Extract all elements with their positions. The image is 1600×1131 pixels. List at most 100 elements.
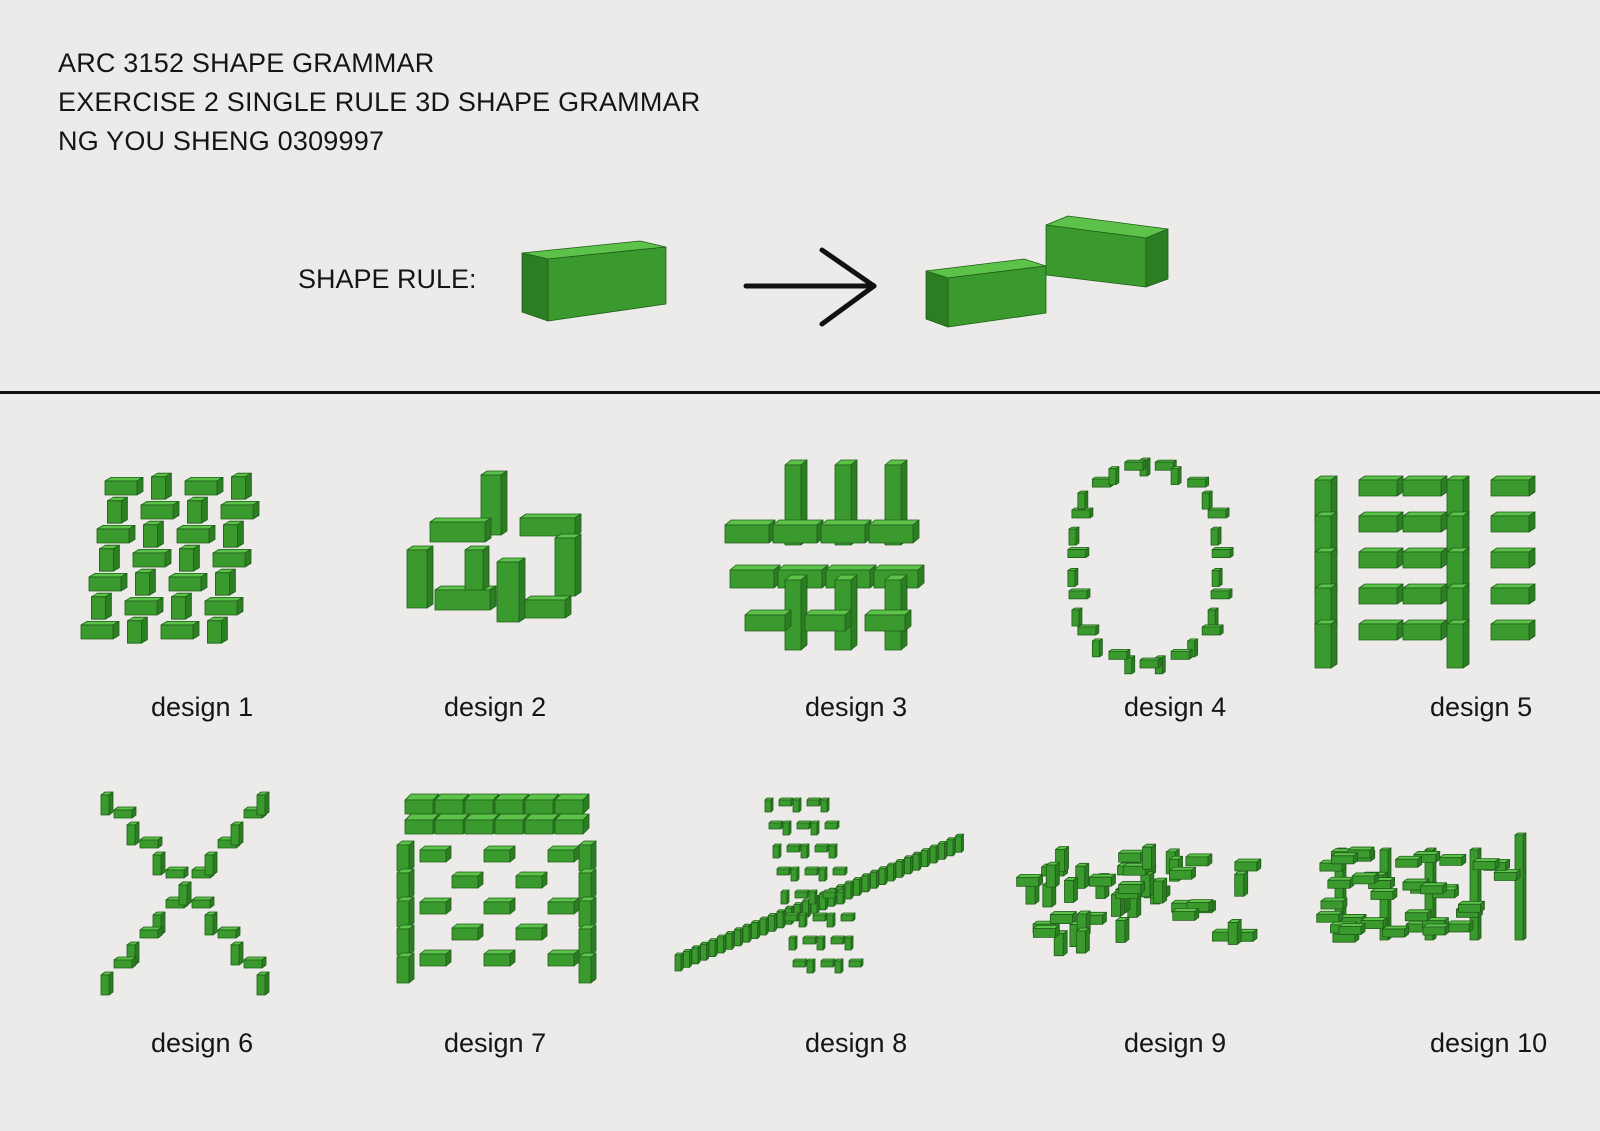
green-block xyxy=(1142,843,1156,870)
rule-result-block-lower xyxy=(925,258,1047,328)
green-block xyxy=(1446,619,1470,669)
green-block xyxy=(222,520,244,548)
green-block xyxy=(784,912,800,922)
green-block xyxy=(822,889,838,899)
caption-design-4: design 4 xyxy=(1124,692,1227,722)
green-block xyxy=(717,934,726,954)
green-block xyxy=(1187,476,1210,488)
green-block xyxy=(816,935,826,951)
rule-lhs-block xyxy=(521,240,667,322)
green-block xyxy=(206,616,228,644)
green-block xyxy=(1316,910,1344,923)
green-block xyxy=(1071,507,1094,519)
green-block xyxy=(832,866,848,876)
green-block xyxy=(160,621,200,640)
green-block xyxy=(1077,490,1089,510)
green-block xyxy=(256,791,270,816)
green-block xyxy=(1124,459,1147,471)
green-block xyxy=(1170,648,1193,660)
green-block xyxy=(840,912,856,922)
green-block xyxy=(483,897,516,915)
green-block xyxy=(186,496,208,524)
green-block xyxy=(256,971,270,996)
green-block xyxy=(100,791,114,816)
green-block xyxy=(1089,873,1116,887)
green-block xyxy=(810,820,820,836)
caption-design-10: design 10 xyxy=(1430,1028,1548,1058)
green-block xyxy=(830,935,846,945)
green-block xyxy=(1327,876,1355,889)
green-block xyxy=(861,873,871,893)
green-block xyxy=(780,889,790,905)
green-block xyxy=(742,923,752,943)
green-block xyxy=(230,821,244,846)
green-block xyxy=(142,520,164,548)
green-block xyxy=(464,813,500,835)
green-block xyxy=(729,564,781,589)
green-block xyxy=(494,813,530,835)
green-block xyxy=(1360,917,1388,929)
green-block xyxy=(178,544,200,572)
green-block xyxy=(396,924,415,956)
green-block xyxy=(1457,900,1485,913)
green-block xyxy=(1422,923,1450,936)
green-block xyxy=(1382,925,1409,938)
green-block xyxy=(796,820,812,830)
green-block xyxy=(782,820,792,836)
green-block xyxy=(578,952,597,984)
green-block xyxy=(554,793,590,815)
design-figure-2 xyxy=(406,470,582,623)
green-block xyxy=(406,545,434,609)
green-block xyxy=(828,843,838,859)
green-block xyxy=(204,911,218,936)
green-block xyxy=(1045,861,1060,888)
green-block xyxy=(1207,507,1230,519)
green-block xyxy=(434,793,470,815)
green-block xyxy=(853,877,862,896)
caption-design-9: design 9 xyxy=(1124,1028,1227,1058)
green-block xyxy=(404,813,440,835)
rule-result-block-upper xyxy=(1045,215,1169,288)
course-title: ARC 3152 SHAPE GRAMMAR xyxy=(58,48,435,78)
green-block xyxy=(1075,927,1090,954)
green-block xyxy=(683,949,692,968)
green-block xyxy=(1185,853,1213,867)
green-block xyxy=(1115,917,1130,943)
green-block xyxy=(404,793,440,815)
green-block xyxy=(1118,849,1145,863)
green-block xyxy=(806,797,822,807)
green-block xyxy=(243,956,267,969)
green-block xyxy=(578,868,597,900)
green-block xyxy=(152,851,166,876)
green-block xyxy=(772,843,782,859)
green-block xyxy=(1211,568,1223,587)
green-block xyxy=(150,472,172,500)
title-block: ARC 3152 SHAPE GRAMMAR EXERCISE 2 SINGLE… xyxy=(58,44,700,161)
green-block xyxy=(419,845,452,863)
green-block xyxy=(848,958,864,968)
green-block xyxy=(1108,648,1131,660)
design-figure-4 xyxy=(1067,457,1234,675)
green-block xyxy=(895,859,905,878)
green-block xyxy=(1351,872,1379,885)
green-block xyxy=(1490,511,1536,533)
green-block xyxy=(434,813,470,835)
design-figure-10 xyxy=(1316,832,1527,943)
green-block xyxy=(547,845,580,863)
green-block xyxy=(804,609,852,632)
green-block xyxy=(1068,526,1080,546)
green-block xyxy=(134,568,156,596)
green-block xyxy=(204,597,244,616)
green-block xyxy=(139,926,163,939)
green-block xyxy=(834,958,844,974)
green-block xyxy=(419,897,452,915)
green-block xyxy=(929,844,939,864)
green-block xyxy=(812,912,828,922)
caption-design-2: design 2 xyxy=(444,692,547,722)
green-block xyxy=(844,935,854,951)
green-block xyxy=(674,952,684,972)
green-block xyxy=(878,866,888,885)
green-block xyxy=(496,557,526,623)
green-block xyxy=(776,866,792,876)
green-block xyxy=(396,952,415,984)
